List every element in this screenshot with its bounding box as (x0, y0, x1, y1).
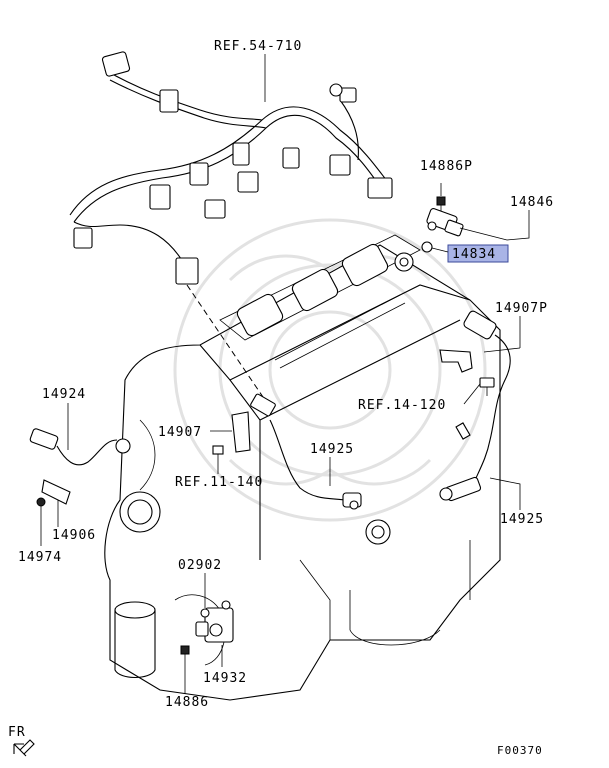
crank-sensor-14932[interactable] (195, 607, 234, 643)
knock-sensor-14925-center[interactable] (269, 419, 362, 510)
connector-02902[interactable] (200, 600, 231, 618)
bracket-14906[interactable] (41, 479, 71, 505)
bolt-14886[interactable] (180, 645, 190, 662)
part-14834-highlight (447, 244, 509, 263)
bolt-ref-14-120[interactable] (479, 377, 495, 396)
label-ref-14-120[interactable]: REF.14-120 (358, 398, 446, 413)
label-14906[interactable]: 14906 (52, 528, 96, 543)
label-14925-right[interactable]: 14925 (500, 512, 544, 527)
harness-route-line (186, 284, 266, 401)
harness-clip (455, 422, 471, 440)
label-14886P[interactable]: 14886P (420, 159, 473, 174)
label-14834[interactable]: 14834 (452, 247, 496, 262)
o-ring-14834[interactable] (421, 241, 433, 253)
wiring-harness[interactable] (69, 51, 393, 285)
clamp-14974[interactable] (36, 497, 46, 507)
front-direction-arrow-icon (13, 739, 35, 757)
bolt-ref-11-140[interactable] (212, 445, 224, 466)
label-14907P[interactable]: 14907P (495, 301, 548, 316)
label-ref-54-710[interactable]: REF.54-710 (214, 39, 302, 54)
label-14932[interactable]: 14932 (203, 671, 247, 686)
bracket-14907[interactable] (231, 393, 276, 453)
label-ref-11-140[interactable]: REF.11-140 (175, 475, 263, 490)
knock-sensor-14925-right[interactable] (439, 476, 482, 502)
figure-code: F00370 (497, 744, 543, 757)
label-02902[interactable]: 02902 (178, 558, 222, 573)
label-14924[interactable]: 14924 (42, 387, 86, 402)
bracket-14907P[interactable] (439, 349, 473, 373)
direction-label: FR (8, 725, 26, 740)
label-14846[interactable]: 14846 (510, 195, 554, 210)
connector-14907P[interactable] (463, 310, 511, 479)
label-14925-center[interactable]: 14925 (310, 442, 354, 457)
engine-block (104, 234, 501, 701)
label-14907[interactable]: 14907 (158, 425, 202, 440)
cam-position-sensor-14846[interactable] (426, 207, 464, 237)
label-14886[interactable]: 14886 (165, 695, 209, 710)
sensor-14924[interactable] (29, 428, 131, 466)
label-14974[interactable]: 14974 (18, 550, 62, 565)
